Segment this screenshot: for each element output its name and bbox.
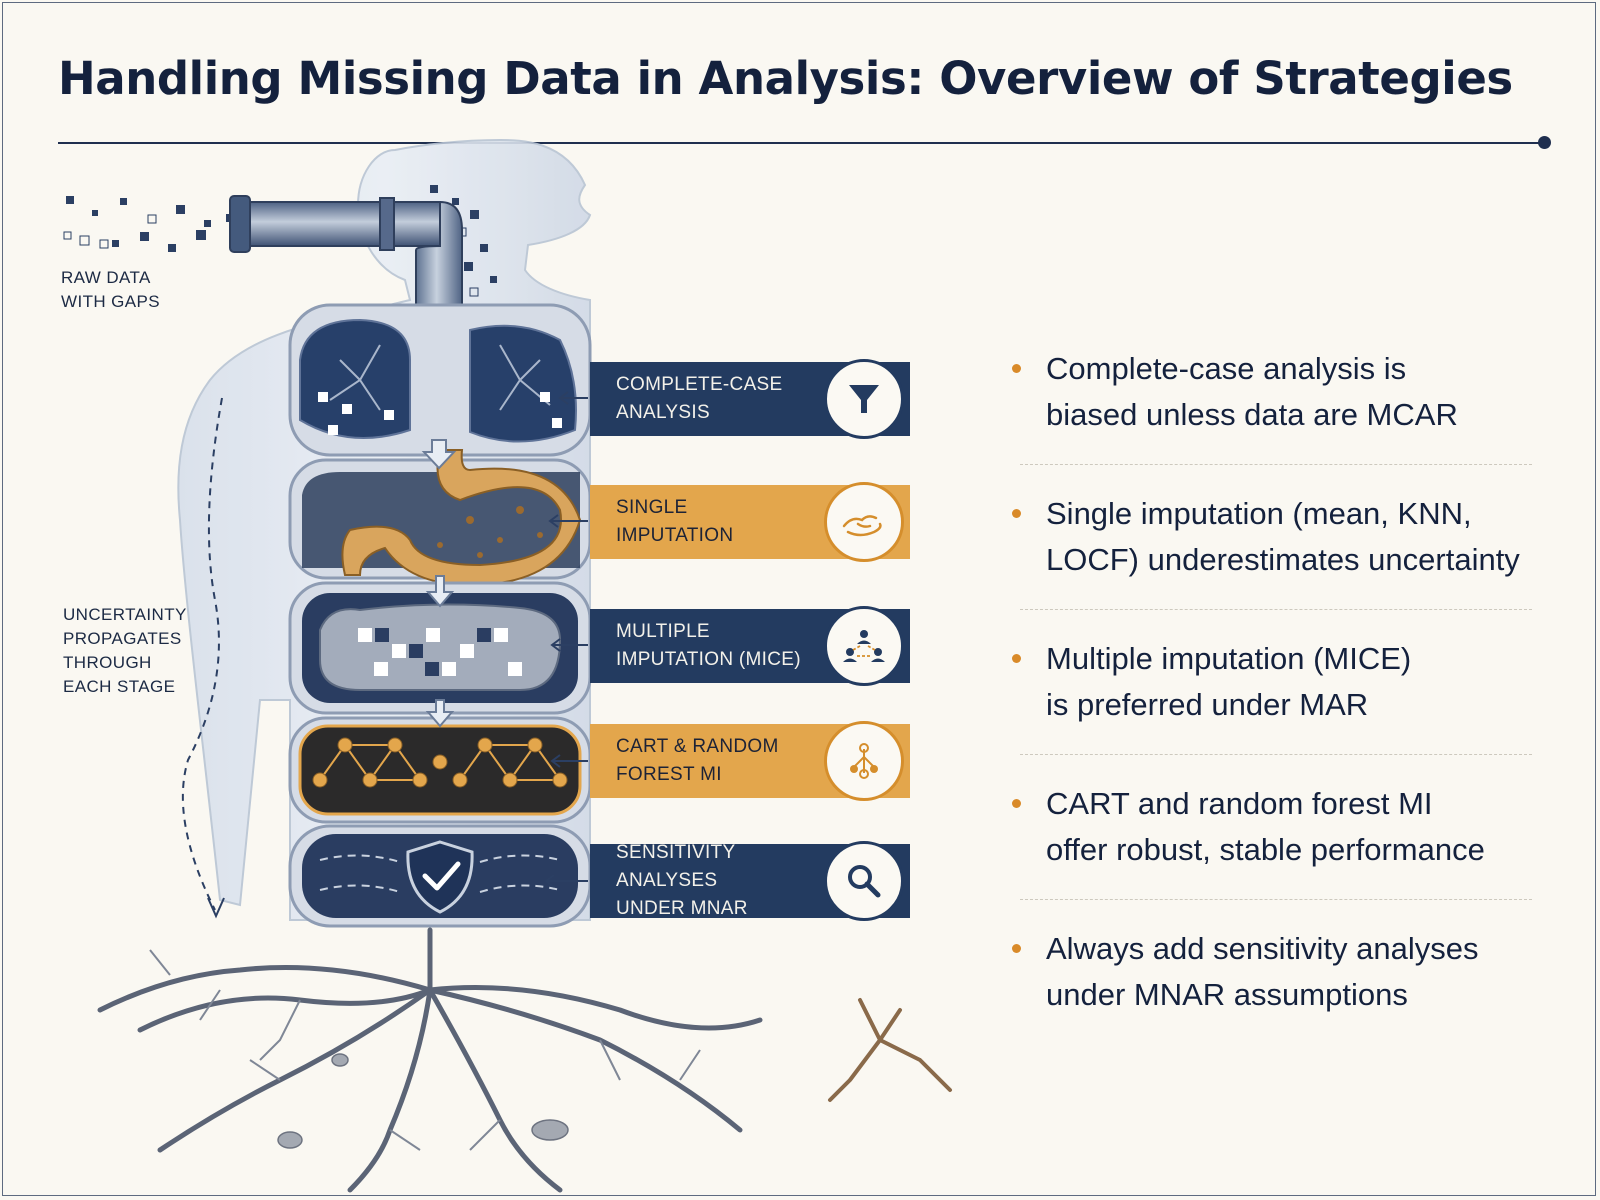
lung-chamber [288,303,592,457]
data-particles [63,185,497,297]
dead-root [828,998,952,1102]
page-title: Handling Missing Data in Analysis: Overv… [58,52,1513,105]
uncertainty-label: UNCERTAINTY PROPAGATES THROUGH EACH STAG… [63,605,187,696]
stage-label: SINGLE IMPUTATION [616,497,734,546]
takeaway-text: Complete-case analysis is biased unless … [1046,351,1458,432]
tree-network-icon [824,721,904,801]
takeaway-divider [1020,464,1532,465]
raw-data-label: RAW DATA WITH GAPS [61,268,160,311]
takeaway-text: Always add sensitivity analyses under MN… [1046,931,1479,1012]
stage-label: MULTIPLE IMPUTATION (MICE) [616,621,801,670]
stage-label: CART & RANDOM FOREST MI [616,736,779,785]
stage-cart-random-forest: CART & RANDOM FOREST MI [590,721,910,801]
pebbles [277,1053,569,1149]
magnifier-icon [824,841,904,921]
takeaway-divider [1020,609,1532,610]
bullet-dot [1012,509,1021,518]
title-rule [58,142,1546,144]
takeaway-divider [1020,754,1532,755]
people-network-icon [824,606,904,686]
intestine-chamber [288,581,592,715]
takeaway-item: Multiple imputation (MICE) is preferred … [1012,636,1532,781]
sensitivity-chamber [288,824,592,928]
stomach-chamber [288,449,592,587]
takeaway-item: CART and random forest MI offer robust, … [1012,781,1532,926]
fine-roots [149,949,701,1151]
stage-single-imputation: SINGLE IMPUTATION [590,482,910,562]
forest-chamber [288,716,592,824]
bullet-dot [1012,799,1021,808]
takeaway-text: CART and random forest MI offer robust, … [1046,786,1485,867]
stage-arrows [544,391,588,888]
flow-arrows [421,439,457,728]
takeaways-list: Complete-case analysis is biased unless … [1012,346,1532,1071]
stage-multiple-imputation: MULTIPLE IMPUTATION (MICE) [590,606,910,686]
takeaway-divider [1020,899,1532,900]
stage-label: COMPLETE-CASE ANALYSIS [616,374,783,423]
takeaway-item: Complete-case analysis is biased unless … [1012,346,1532,491]
funnel-icon [824,359,904,439]
stage-complete-case: COMPLETE-CASE ANALYSIS [590,359,910,439]
hand-icon [824,482,904,562]
takeaway-item: Always add sensitivity analyses under MN… [1012,926,1532,1071]
bullet-dot [1012,654,1021,663]
uncertainty-path [181,397,223,911]
takeaway-item: Single imputation (mean, KNN, LOCF) unde… [1012,491,1532,636]
takeaway-text: Single imputation (mean, KNN, LOCF) unde… [1046,496,1520,577]
stage-sensitivity-mnar: SENSITIVITY ANALYSES UNDER MNAR [590,841,910,921]
stage-label: SENSITIVITY ANALYSES UNDER MNAR [616,842,748,919]
title-rule-dot [1538,136,1551,149]
bullet-dot [1012,944,1021,953]
roots [97,927,763,1193]
bullet-dot [1012,364,1021,373]
takeaway-text: Multiple imputation (MICE) is preferred … [1046,641,1412,722]
